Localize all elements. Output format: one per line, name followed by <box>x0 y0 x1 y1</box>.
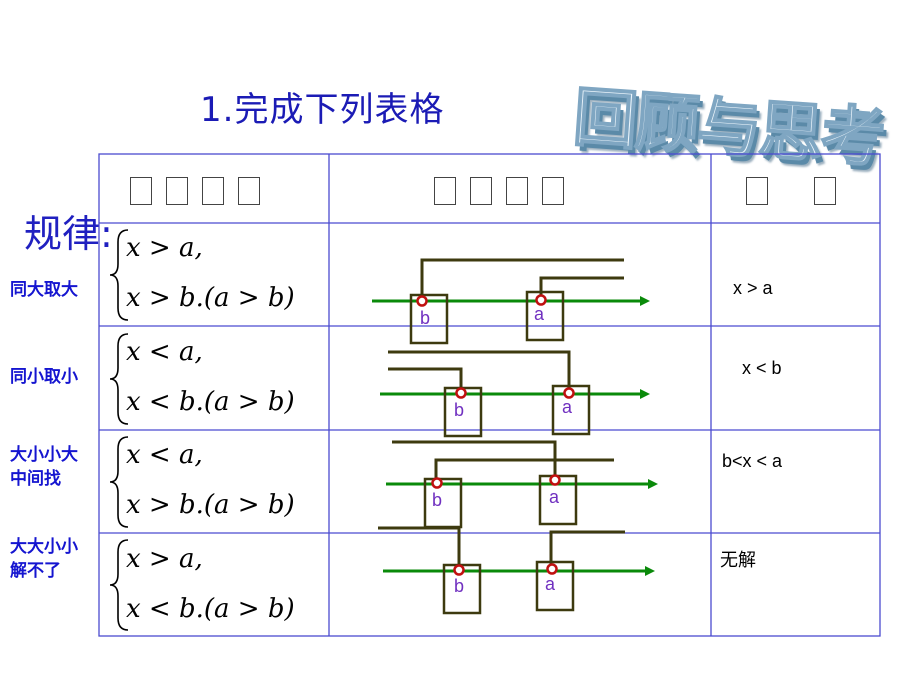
row-3-inequality-2: x > b.(a > b) <box>126 490 295 520</box>
table-grid <box>98 153 881 637</box>
placeholder-box <box>202 177 224 205</box>
header-col-1-boxes <box>130 177 260 205</box>
point-label-b: b <box>454 576 464 596</box>
placeholder-box <box>238 177 260 205</box>
placeholder-box <box>542 177 564 205</box>
numberline-row-3: b a <box>386 440 658 529</box>
braces <box>109 229 129 631</box>
row-4-answer: 无解 <box>720 550 756 570</box>
placeholder-box <box>746 177 768 205</box>
point-label-a: a <box>545 574 556 594</box>
row-2-inequality-2: x < b.(a > b) <box>126 387 295 417</box>
header-col-2-boxes <box>434 177 564 205</box>
rule-label: 规律: <box>24 212 113 256</box>
row-2-inequality-1: x < a, <box>126 337 203 367</box>
header-col-3-boxes <box>746 177 836 205</box>
placeholder-box <box>470 177 492 205</box>
placeholder-box <box>130 177 152 205</box>
point-label-b: b <box>454 400 464 420</box>
point-label-a: a <box>534 304 545 324</box>
point-label-b: b <box>420 308 430 328</box>
row-1-inequality-1: x > a, <box>126 233 203 263</box>
row-1-inequality-2: x > b.(a > b) <box>126 283 295 313</box>
row-4-label-line-2: 解不了 <box>10 561 61 581</box>
placeholder-box <box>506 177 528 205</box>
row-4-label: 大大小小 解不了 <box>10 535 78 583</box>
row-3-label-line-2: 中间找 <box>10 469 61 489</box>
row-1-answer: x > a <box>733 278 773 298</box>
row-4-inequality-2: x < b.(a > b) <box>126 594 295 624</box>
numberline-row-1: b a <box>372 258 650 345</box>
row-2-label: 同小取小 <box>10 367 78 387</box>
point-label-a: a <box>549 487 560 507</box>
row-2-answer: x < b <box>742 358 782 378</box>
point-label-a: a <box>562 397 573 417</box>
page-title: 1.完成下列表格 <box>200 90 445 130</box>
row-3-label: 大小小大 中间找 <box>10 443 78 491</box>
row-3-answer: b<x < a <box>722 451 783 471</box>
row-3-inequality-1: x < a, <box>126 440 203 470</box>
row-4-inequality-1: x > a, <box>126 544 203 574</box>
point-label-b: b <box>432 490 442 510</box>
placeholder-box <box>434 177 456 205</box>
placeholder-box <box>166 177 188 205</box>
numberline-row-4: b a <box>378 526 655 615</box>
row-4-label-line-1: 大大小小 <box>10 537 78 557</box>
row-3-label-line-1: 大小小大 <box>10 445 78 465</box>
row-1-label: 同大取大 <box>10 280 78 300</box>
numberline-row-2: b a <box>380 350 650 438</box>
placeholder-box <box>814 177 836 205</box>
